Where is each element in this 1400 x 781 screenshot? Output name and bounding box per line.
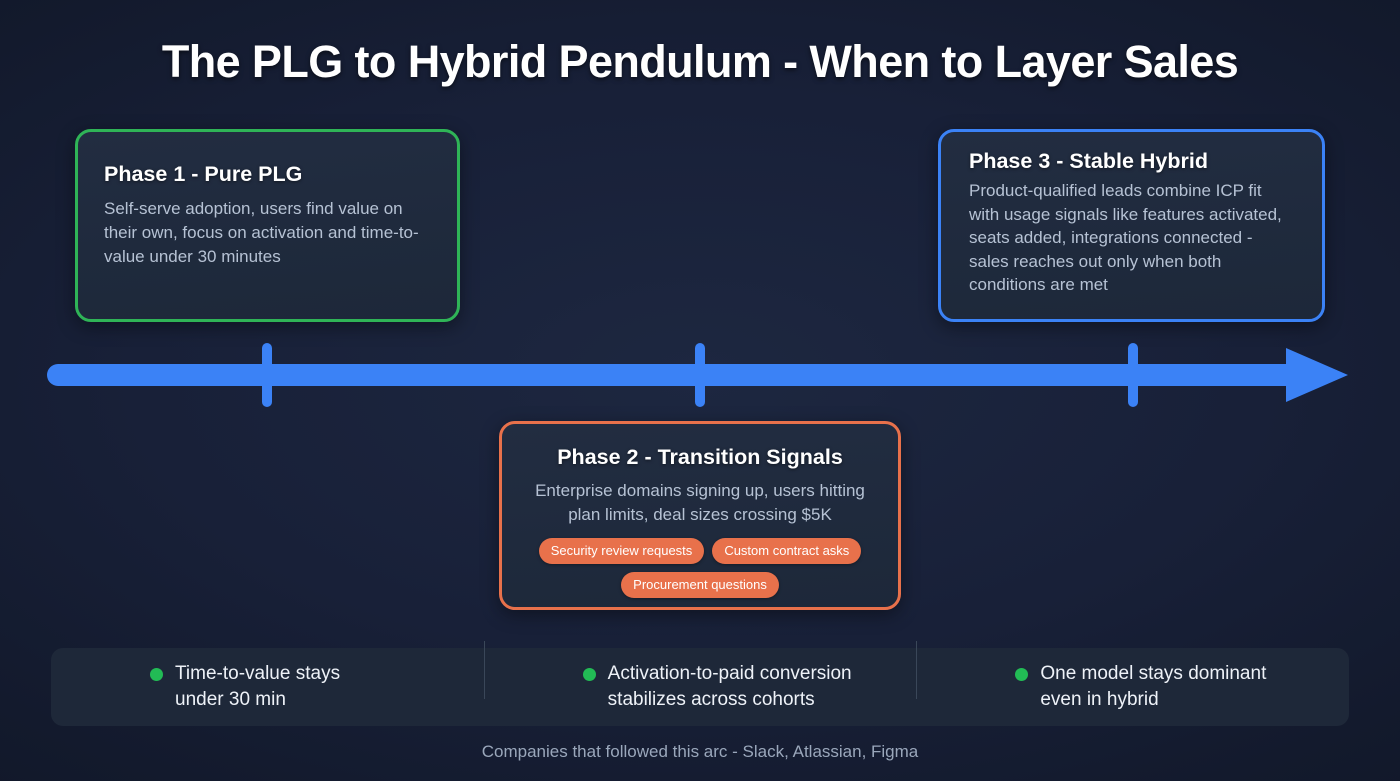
- signal-pill: Procurement questions: [621, 572, 779, 598]
- phase-card-phase-1: Phase 1 - Pure PLG Self-serve adoption, …: [75, 129, 460, 322]
- timeline-tick-2: [695, 343, 705, 407]
- page-title: The PLG to Hybrid Pendulum - When to Lay…: [161, 36, 1239, 87]
- phase-card-phase-3: Phase 3 - Stable Hybrid Product-qualifie…: [938, 129, 1325, 322]
- legend-item: Activation-to-paid conversion stabilizes…: [483, 641, 917, 713]
- phase-card-phase-2: Phase 2 - Transition Signals Enterprise …: [499, 421, 901, 610]
- phase-card-body: Product-qualified leads combine ICP fit …: [969, 181, 1282, 294]
- phase-card-body: Self-serve adoption, users find value on…: [104, 199, 419, 266]
- legend-line-2: under 30 min: [175, 689, 286, 710]
- legend-line-2: stabilizes across cohorts: [607, 689, 815, 710]
- legend-item-label: Activation-to-paid conversion stabilizes…: [608, 661, 852, 713]
- phase-card-title: Phase 3 - Stable Hybrid: [969, 149, 1208, 173]
- legend-line-1: One model stays dominant: [1040, 663, 1267, 684]
- status-dot-icon: [582, 668, 596, 681]
- status-dot-icon: [1015, 668, 1029, 681]
- outcome-legend-panel: Time-to-value stays under 30 min Activat…: [51, 641, 1349, 726]
- legend-item: Time-to-value stays under 30 min: [51, 661, 484, 713]
- right-arrow-icon: [1286, 348, 1348, 402]
- timeline-bar: [47, 364, 1291, 386]
- phase-card-title: Phase 1 - Pure PLG: [104, 162, 303, 186]
- signal-pill-group: Security review requests Custom contract…: [520, 538, 880, 598]
- footer-note: Companies that followed this arc - Slack…: [481, 742, 919, 761]
- legend-line-1: Time-to-value stays: [175, 663, 341, 684]
- phase-card-body: Enterprise domains signing up, users hit…: [535, 481, 865, 524]
- signal-pill: Security review requests: [538, 538, 705, 564]
- legend-item-label: Time-to-value stays under 30 min: [175, 661, 340, 713]
- legend-item-label: One model stays dominant even in hybrid: [1040, 661, 1266, 713]
- timeline-svg: [47, 343, 1348, 407]
- legend-line-2: even in hybrid: [1040, 689, 1159, 710]
- timeline-axis: [0, 330, 1400, 420]
- signal-pill: Custom contract asks: [712, 538, 862, 564]
- status-dot-icon: [150, 668, 163, 681]
- timeline-tick-1: [262, 343, 272, 407]
- legend-item: One model stays dominant even in hybrid: [916, 641, 1349, 713]
- legend-line-1: Activation-to-paid conversion: [607, 663, 852, 684]
- phase-card-title: Phase 2 - Transition Signals: [557, 445, 843, 469]
- timeline-tick-3: [1128, 343, 1138, 407]
